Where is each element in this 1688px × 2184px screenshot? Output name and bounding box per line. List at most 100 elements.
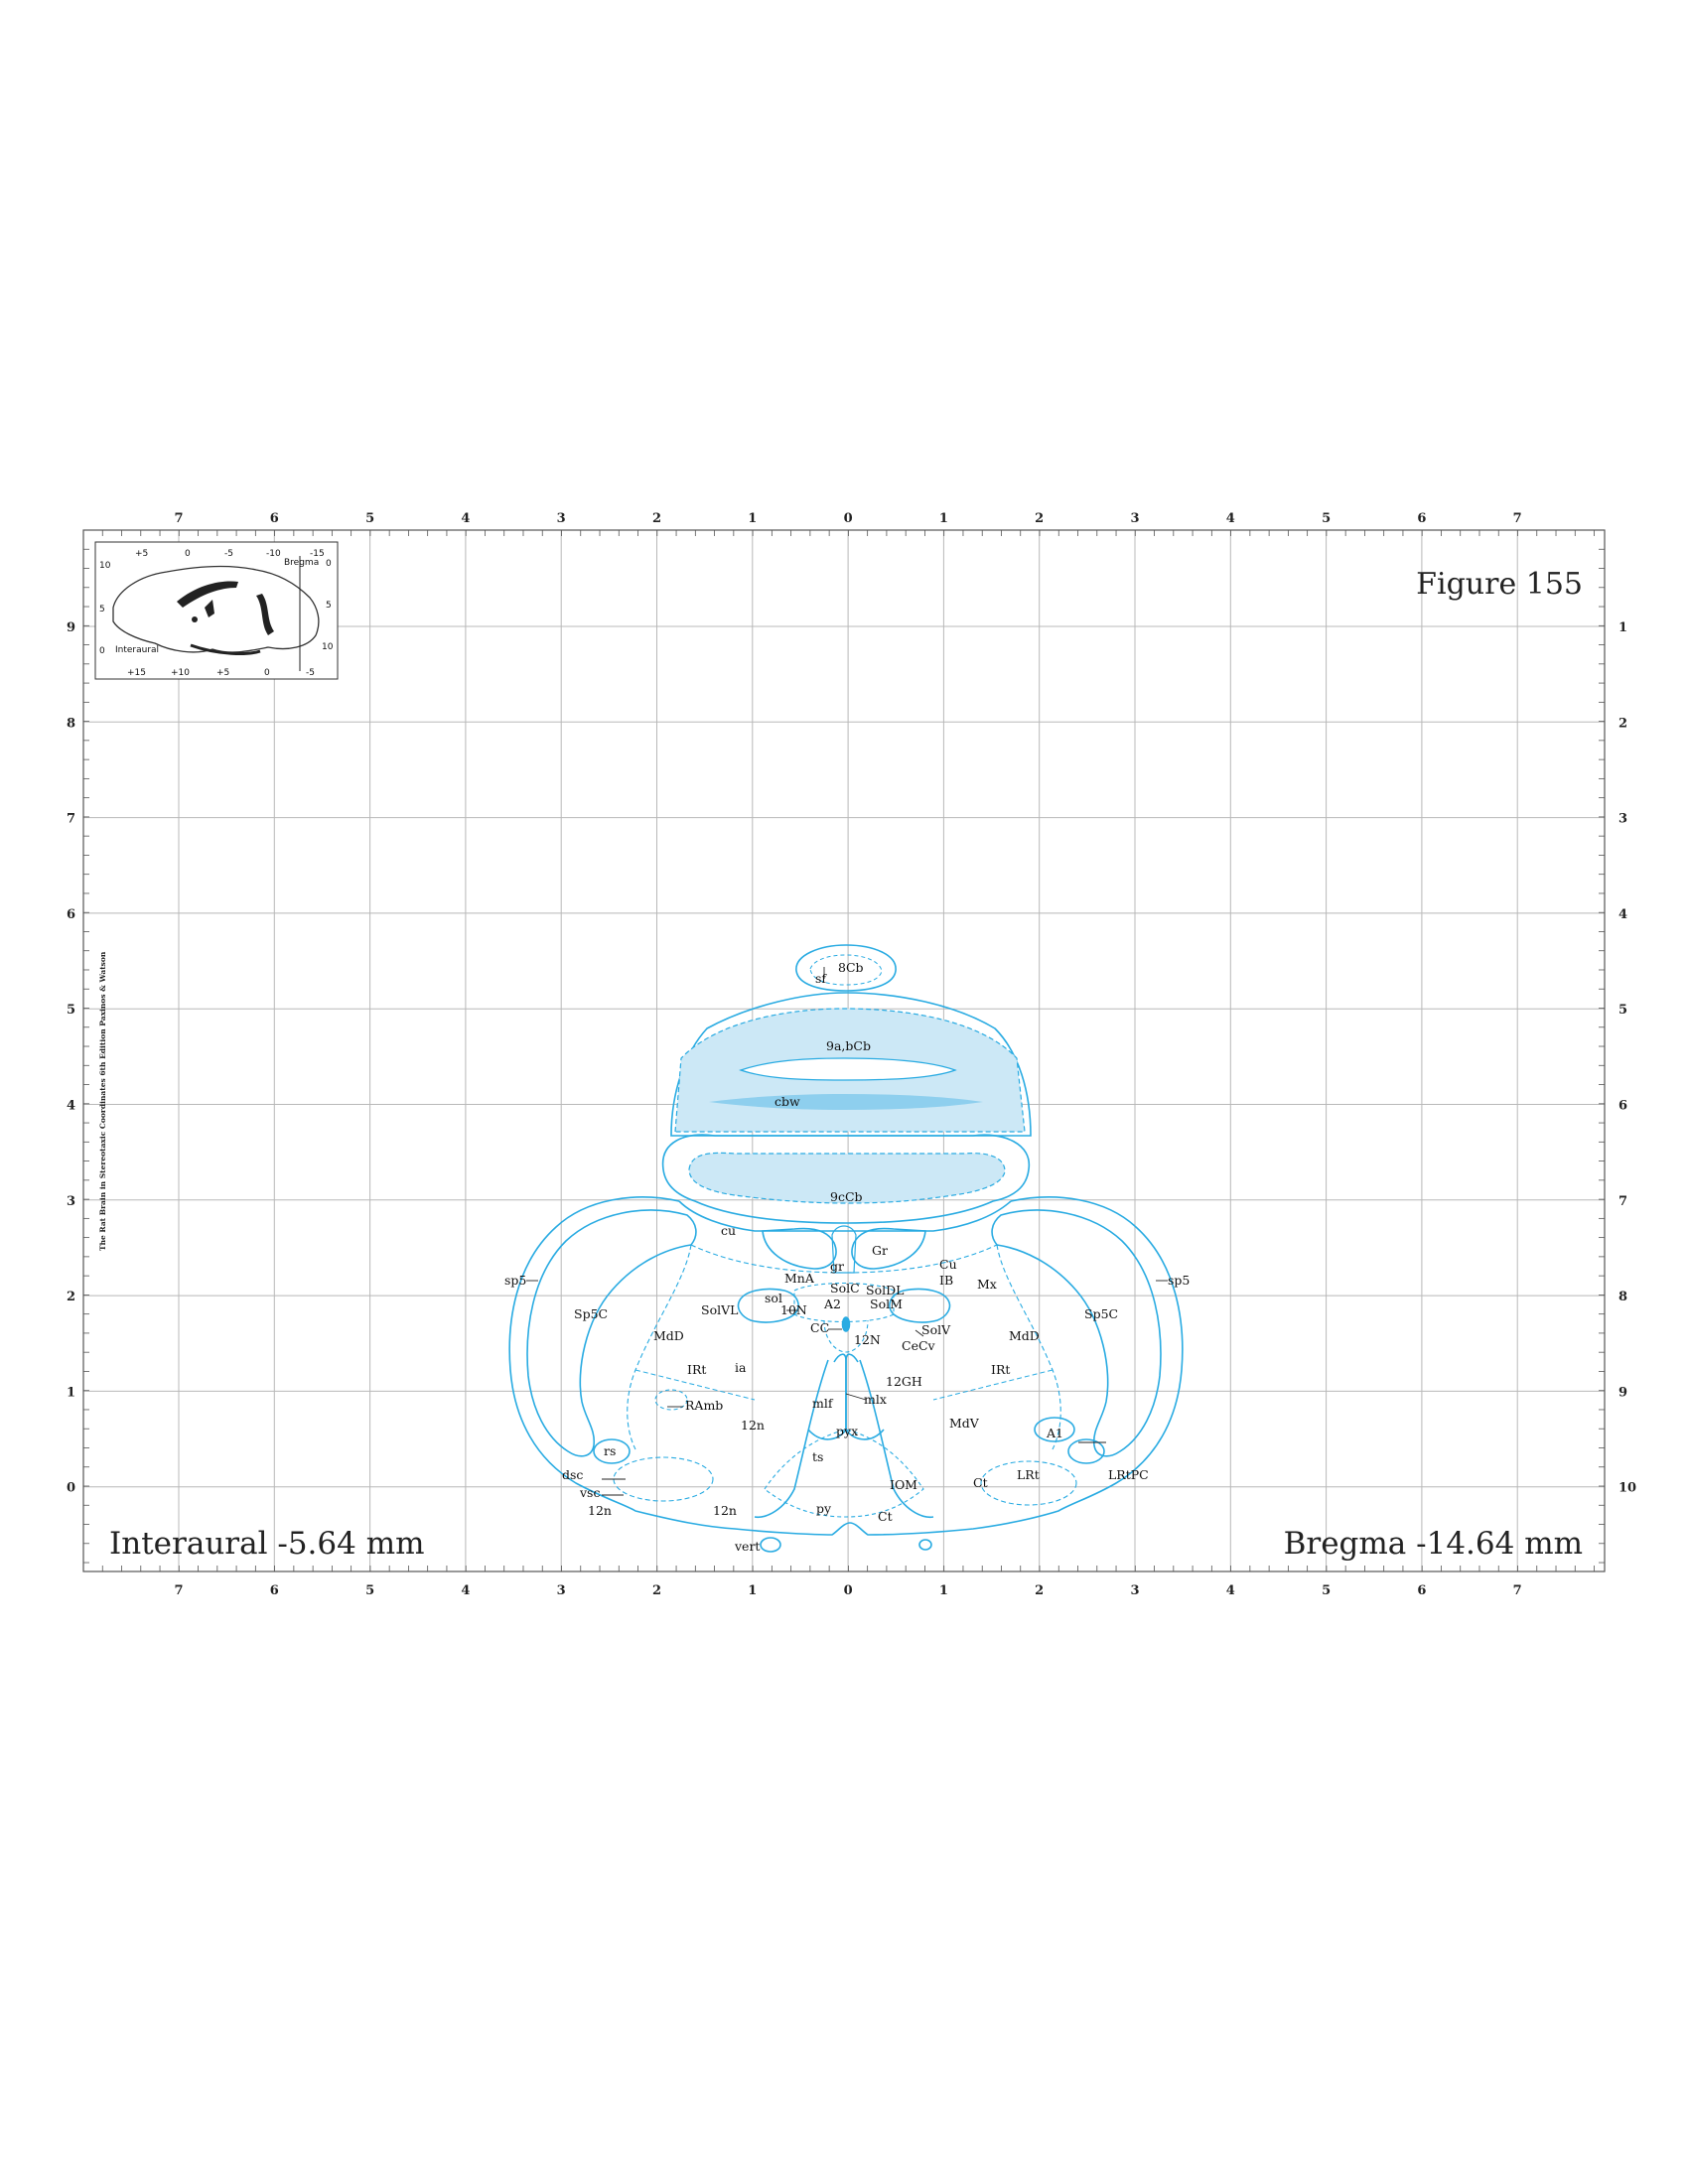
top-axis-label: 4 xyxy=(461,511,470,526)
bottom-axis-label: 0 xyxy=(844,1583,853,1598)
inset-bottom-label: +10 xyxy=(171,668,190,678)
right-axis-label: 3 xyxy=(1618,812,1627,827)
inset-right-label: 10 xyxy=(322,642,334,652)
label-cc: CC xyxy=(810,1320,829,1335)
bottom-axis-label: 6 xyxy=(270,1583,279,1598)
inset-bottom-label: -5 xyxy=(306,668,315,678)
medulla-outline xyxy=(508,1196,1184,1536)
label-ct-lower: Ct xyxy=(878,1509,893,1524)
side-credit: The Rat Brain in Stereotaxic Coordinates… xyxy=(98,951,107,1251)
top-axis-label: 7 xyxy=(1513,511,1522,526)
lrt-region xyxy=(980,1460,1077,1506)
cbw-band xyxy=(709,1094,983,1110)
label-mdd-left: MdD xyxy=(653,1328,684,1343)
inset-bottom-label: 0 xyxy=(264,668,270,678)
label-ts: ts xyxy=(812,1449,823,1464)
inset-left-label: 10 xyxy=(99,561,111,571)
label-gr: gr xyxy=(830,1259,844,1274)
label-mlf: mlf xyxy=(812,1396,834,1411)
plot-frame xyxy=(82,529,1606,1572)
right-axis-label: 4 xyxy=(1618,907,1627,922)
top-axis-label: 3 xyxy=(1130,511,1139,526)
cbw-slit xyxy=(739,1057,957,1081)
left-axis-label: 0 xyxy=(67,1481,75,1496)
label-cbw: cbw xyxy=(774,1094,800,1109)
label-8cb: 8Cb xyxy=(838,960,864,975)
right-vsc xyxy=(1067,1438,1105,1464)
label-solvl: SolVL xyxy=(701,1302,738,1317)
sp5c-right-outline xyxy=(991,1209,1162,1457)
inset-ventricle-icon xyxy=(205,600,214,617)
top-axis-label: 7 xyxy=(174,511,183,526)
sagittal-inset: +5 0 -5 -10 -15 +15 +10 +5 0 -5 10 5 0 0… xyxy=(94,541,339,680)
label-irt-left: IRt xyxy=(687,1362,706,1377)
mdd-left-boundary xyxy=(627,1244,692,1450)
label-cu: cu xyxy=(721,1223,736,1238)
label-9abcb: 9a,bCb xyxy=(826,1038,871,1053)
label-solc: SolC xyxy=(830,1281,860,1296)
label-12n-lower-left: 12n xyxy=(588,1503,612,1518)
inset-top-label: -15 xyxy=(310,549,325,559)
bregma-label: Bregma -14.64 mm xyxy=(1284,1526,1583,1562)
lobule-8cb-outline xyxy=(795,944,897,992)
label-lrt: LRt xyxy=(1017,1467,1040,1482)
top-axis-label: 3 xyxy=(557,511,566,526)
label-dsc: dsc xyxy=(562,1467,583,1482)
left-axis-label: 1 xyxy=(67,1385,75,1400)
label-iom: IOM xyxy=(890,1477,917,1492)
label-sp5-right: sp5 xyxy=(1168,1273,1190,1288)
rs-nucleus xyxy=(593,1438,631,1464)
bottom-axis-label: 4 xyxy=(1226,1583,1235,1598)
hypoglossal-nucleus xyxy=(823,1319,869,1353)
inset-left-label: 0 xyxy=(99,646,105,656)
inset-bregma-label: Bregma xyxy=(284,558,319,568)
label-cecv: CeCv xyxy=(902,1338,936,1353)
top-axis-label: 2 xyxy=(1035,511,1044,526)
brain-section xyxy=(508,944,1184,1553)
bottom-axis-label: 7 xyxy=(1513,1583,1522,1598)
inset-top-label: -10 xyxy=(266,549,281,559)
bottom-axis-label: 6 xyxy=(1417,1583,1426,1598)
inset-right-label: 0 xyxy=(326,559,332,569)
bottom-axis-label: 5 xyxy=(365,1583,374,1598)
bottom-axis-label: 4 xyxy=(461,1583,470,1598)
right-axis-label: 7 xyxy=(1618,1194,1627,1209)
label-rs: rs xyxy=(604,1443,616,1458)
bottom-axis-label: 1 xyxy=(748,1583,757,1598)
label-ct-right: Ct xyxy=(973,1475,988,1490)
label-sp5c-left: Sp5C xyxy=(574,1306,608,1321)
label-10n: 10N xyxy=(780,1302,807,1317)
midline-left xyxy=(754,1359,829,1518)
right-axis-label: 6 xyxy=(1618,1099,1627,1114)
ramb-nucleus xyxy=(654,1389,688,1411)
left-axis-label: 4 xyxy=(67,1099,75,1114)
solitary-central xyxy=(793,1283,895,1322)
central-canal xyxy=(841,1316,851,1332)
figure-title: Figure 155 xyxy=(1416,567,1583,602)
dorsal-nuclei-boundary xyxy=(690,1244,998,1274)
left-lrt-region xyxy=(613,1456,714,1502)
midline-right xyxy=(859,1359,934,1518)
inset-top-label: +5 xyxy=(135,549,148,559)
top-axis-label: 1 xyxy=(748,511,757,526)
label-mna: MnA xyxy=(784,1271,815,1286)
bottom-axis-label: 3 xyxy=(1130,1583,1139,1598)
label-irt-right: IRt xyxy=(991,1362,1010,1377)
top-axis-label: 5 xyxy=(1322,511,1331,526)
label-vert: vert xyxy=(734,1539,760,1554)
leader-lines xyxy=(526,967,1168,1496)
right-axis-label: 1 xyxy=(1618,620,1627,635)
top-axis-label: 4 xyxy=(1226,511,1235,526)
top-axis-label: 6 xyxy=(1417,511,1426,526)
bottom-axis-label: 3 xyxy=(557,1583,566,1598)
bottom-axis-label: 2 xyxy=(652,1583,661,1598)
gracile-right xyxy=(851,1227,926,1270)
label-12n-lower: 12n xyxy=(713,1503,737,1518)
vert-artery xyxy=(760,1537,781,1553)
right-axis-label: 9 xyxy=(1618,1385,1627,1400)
sp5c-left-outline xyxy=(526,1209,697,1457)
